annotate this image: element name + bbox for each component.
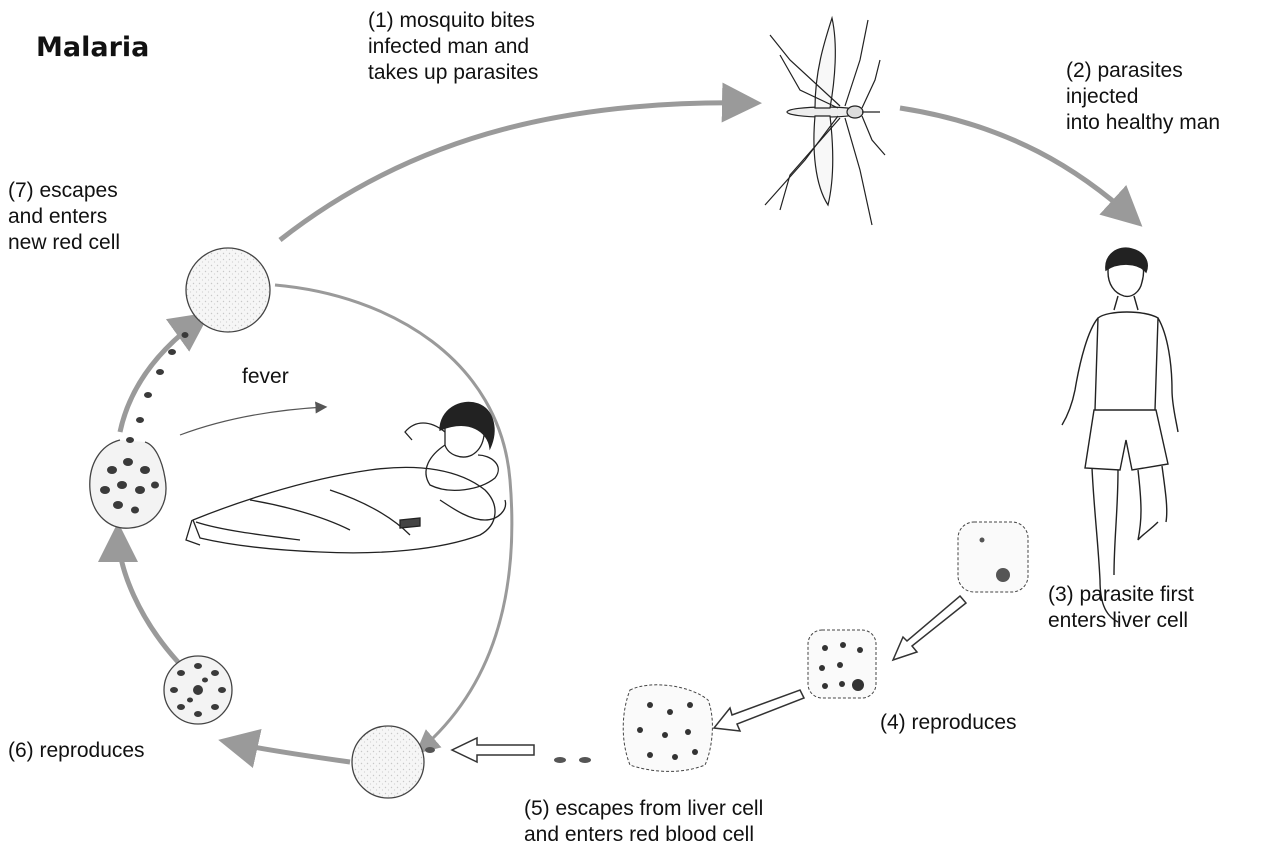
- arrow-to-mosquito: [280, 103, 752, 240]
- arrow-cell-to-reproducing-cell: [228, 742, 350, 762]
- liver-cell-first: [958, 522, 1028, 592]
- reproducing-red-cell: [164, 656, 232, 724]
- healthy-man-illustration: [1062, 248, 1178, 622]
- step-3-label: (3) parasite first enters liver cell: [1048, 582, 1194, 634]
- red-blood-cell-infected: [352, 726, 435, 798]
- mosquito-illustration: [765, 18, 885, 225]
- liver-cell-reproducing: [808, 630, 876, 698]
- hollow-arrow-liver-to-liver: [893, 596, 966, 660]
- fever-label: fever: [242, 364, 289, 390]
- arrow-fever: [180, 407, 325, 435]
- step-6-label: (6) reproduces: [8, 738, 145, 764]
- hollow-arrow-liver-to-escape: [714, 690, 804, 731]
- sick-man-illustration: [186, 402, 506, 552]
- hollow-arrow-into-red-cell: [452, 738, 534, 762]
- step-5-label: (5) escapes from liver cell and enters r…: [524, 796, 763, 848]
- step-4-label: (4) reproduces: [880, 710, 1017, 736]
- merozoites: [554, 757, 591, 763]
- new-red-cell: [186, 248, 270, 332]
- step-7-label: (7) escapes and enters new red cell: [8, 178, 120, 256]
- rupturing-red-cell: [90, 332, 189, 528]
- step-1-label: (1) mosquito bites infected man and take…: [368, 8, 538, 86]
- arrow-reproducing-to-rupturing: [118, 532, 178, 662]
- step-2-label: (2) parasites injected into healthy man: [1066, 58, 1220, 136]
- liver-cell-rupturing: [623, 685, 712, 772]
- arrow-rupturing-to-new-cell: [120, 318, 202, 432]
